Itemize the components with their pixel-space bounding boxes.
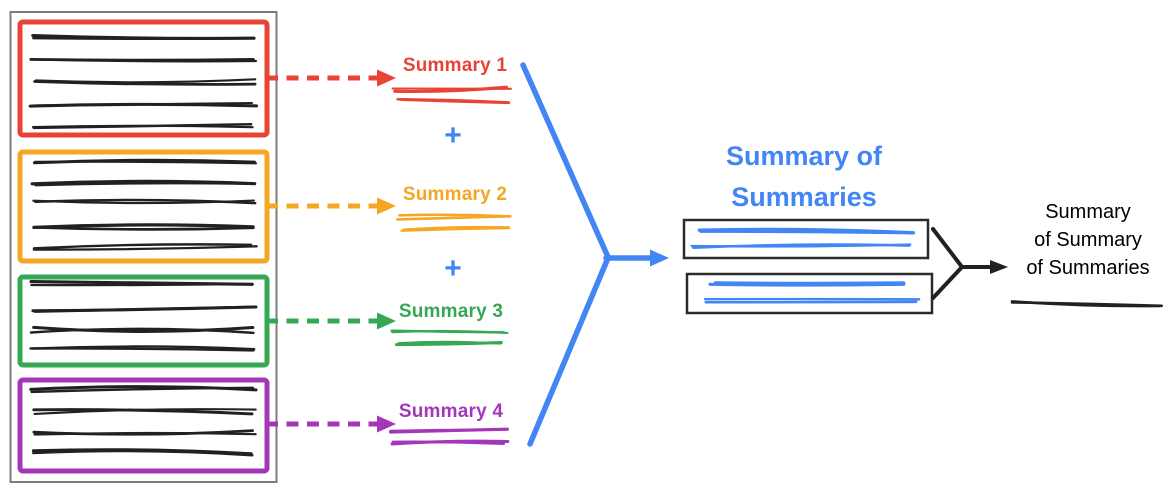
- summary-2-label: Summary 2: [402, 184, 508, 205]
- final-summary-line-1: Summary: [1045, 201, 1131, 223]
- dashed-arrow-2: [266, 197, 396, 215]
- doc-section-1: [17, 19, 270, 138]
- summary-of-summaries-title: Summary of Summaries: [725, 141, 883, 212]
- dashed-arrow-4: [266, 415, 396, 433]
- doc-section-3: [17, 274, 270, 368]
- summary-4-label: Summary 4: [398, 401, 504, 422]
- summary-3-scribble: [390, 329, 509, 347]
- doc-section-2: [17, 149, 270, 264]
- summary-1-label: Summary 1: [402, 55, 508, 76]
- summary-1-scribble: [391, 85, 512, 105]
- plus-sign-2: +: [444, 252, 462, 285]
- final-summary-line-3: of Summaries: [1026, 257, 1150, 279]
- final-summary-scribble: [1010, 300, 1163, 308]
- summary-of-summaries-box-1: [682, 218, 930, 260]
- black-converge-arrow: [931, 227, 1008, 300]
- final-summary-label: Summary of Summary of Summaries: [1006, 198, 1170, 282]
- dashed-arrow-1: [266, 69, 396, 87]
- doc-section-4: [17, 377, 270, 474]
- summary-4-scribble: [388, 427, 510, 446]
- summary-of-summaries-box-2: [685, 272, 934, 315]
- plus-sign-1: +: [444, 119, 462, 152]
- blue-converge-arrow: [520, 62, 669, 447]
- summary-3-label: Summary 3: [398, 301, 504, 322]
- summary-2-scribble: [396, 213, 512, 232]
- dashed-arrow-3: [266, 312, 396, 330]
- final-summary-line-2: of Summary: [1034, 229, 1142, 251]
